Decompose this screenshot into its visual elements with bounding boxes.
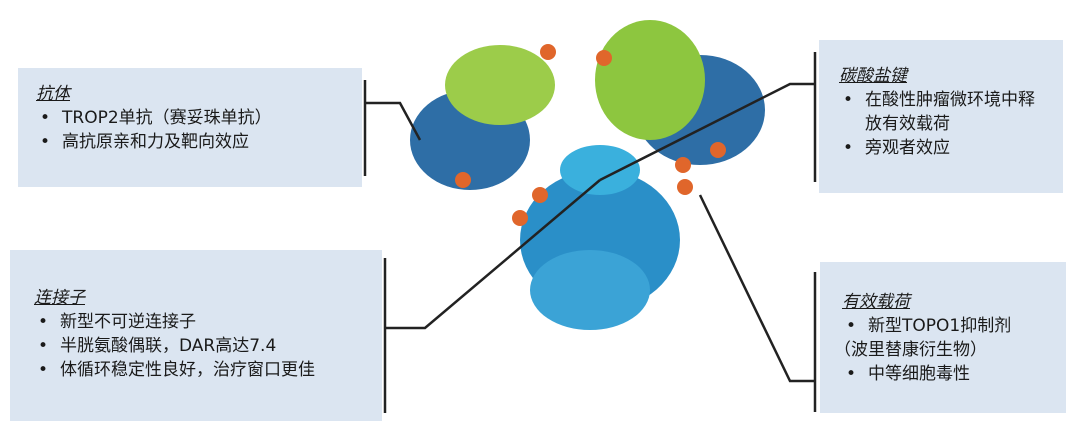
antibody-box: 抗体 TROP2单抗（赛妥珠单抗） 高抗原亲和力及靶向效应: [18, 68, 362, 187]
linker-box: 连接子 新型不可逆连接子 半胱氨酸偶联，DAR高达7.4 体循环稳定性良好，治疗…: [10, 250, 382, 421]
list-item: 体循环稳定性良好，治疗窗口更佳: [34, 358, 382, 382]
linker-title: 连接子: [34, 288, 85, 308]
list-item: 旁观者效应: [839, 136, 1049, 160]
connector-lines: [363, 52, 817, 413]
list-item: 在酸性肿瘤微环境中释放有效载荷: [839, 88, 1049, 136]
list-item: TROP2单抗（赛妥珠单抗）: [36, 106, 362, 130]
list-item: 新型TOPO1抑制剂: [842, 314, 1066, 338]
list-item: 新型不可逆连接子: [34, 310, 382, 334]
list-item: 高抗原亲和力及靶向效应: [36, 130, 362, 154]
list-item: 半胱氨酸偶联，DAR高达7.4: [34, 334, 382, 358]
payload-title: 有效载荷: [842, 292, 910, 312]
payload-box: 有效载荷 新型TOPO1抑制剂 （波里替康衍生物） 中等细胞毒性: [820, 262, 1066, 413]
antibody-title: 抗体: [36, 84, 70, 104]
list-item: 中等细胞毒性: [842, 362, 1066, 386]
carbonate-bond-title: 碳酸盐键: [839, 66, 907, 86]
payload-drugs: [455, 44, 726, 226]
list-item-continuation: （波里替康衍生物）: [834, 340, 987, 360]
carbonate-bond-box: 碳酸盐键 在酸性肿瘤微环境中释放有效载荷 旁观者效应: [819, 40, 1063, 193]
antibody-molecule: [410, 20, 765, 330]
